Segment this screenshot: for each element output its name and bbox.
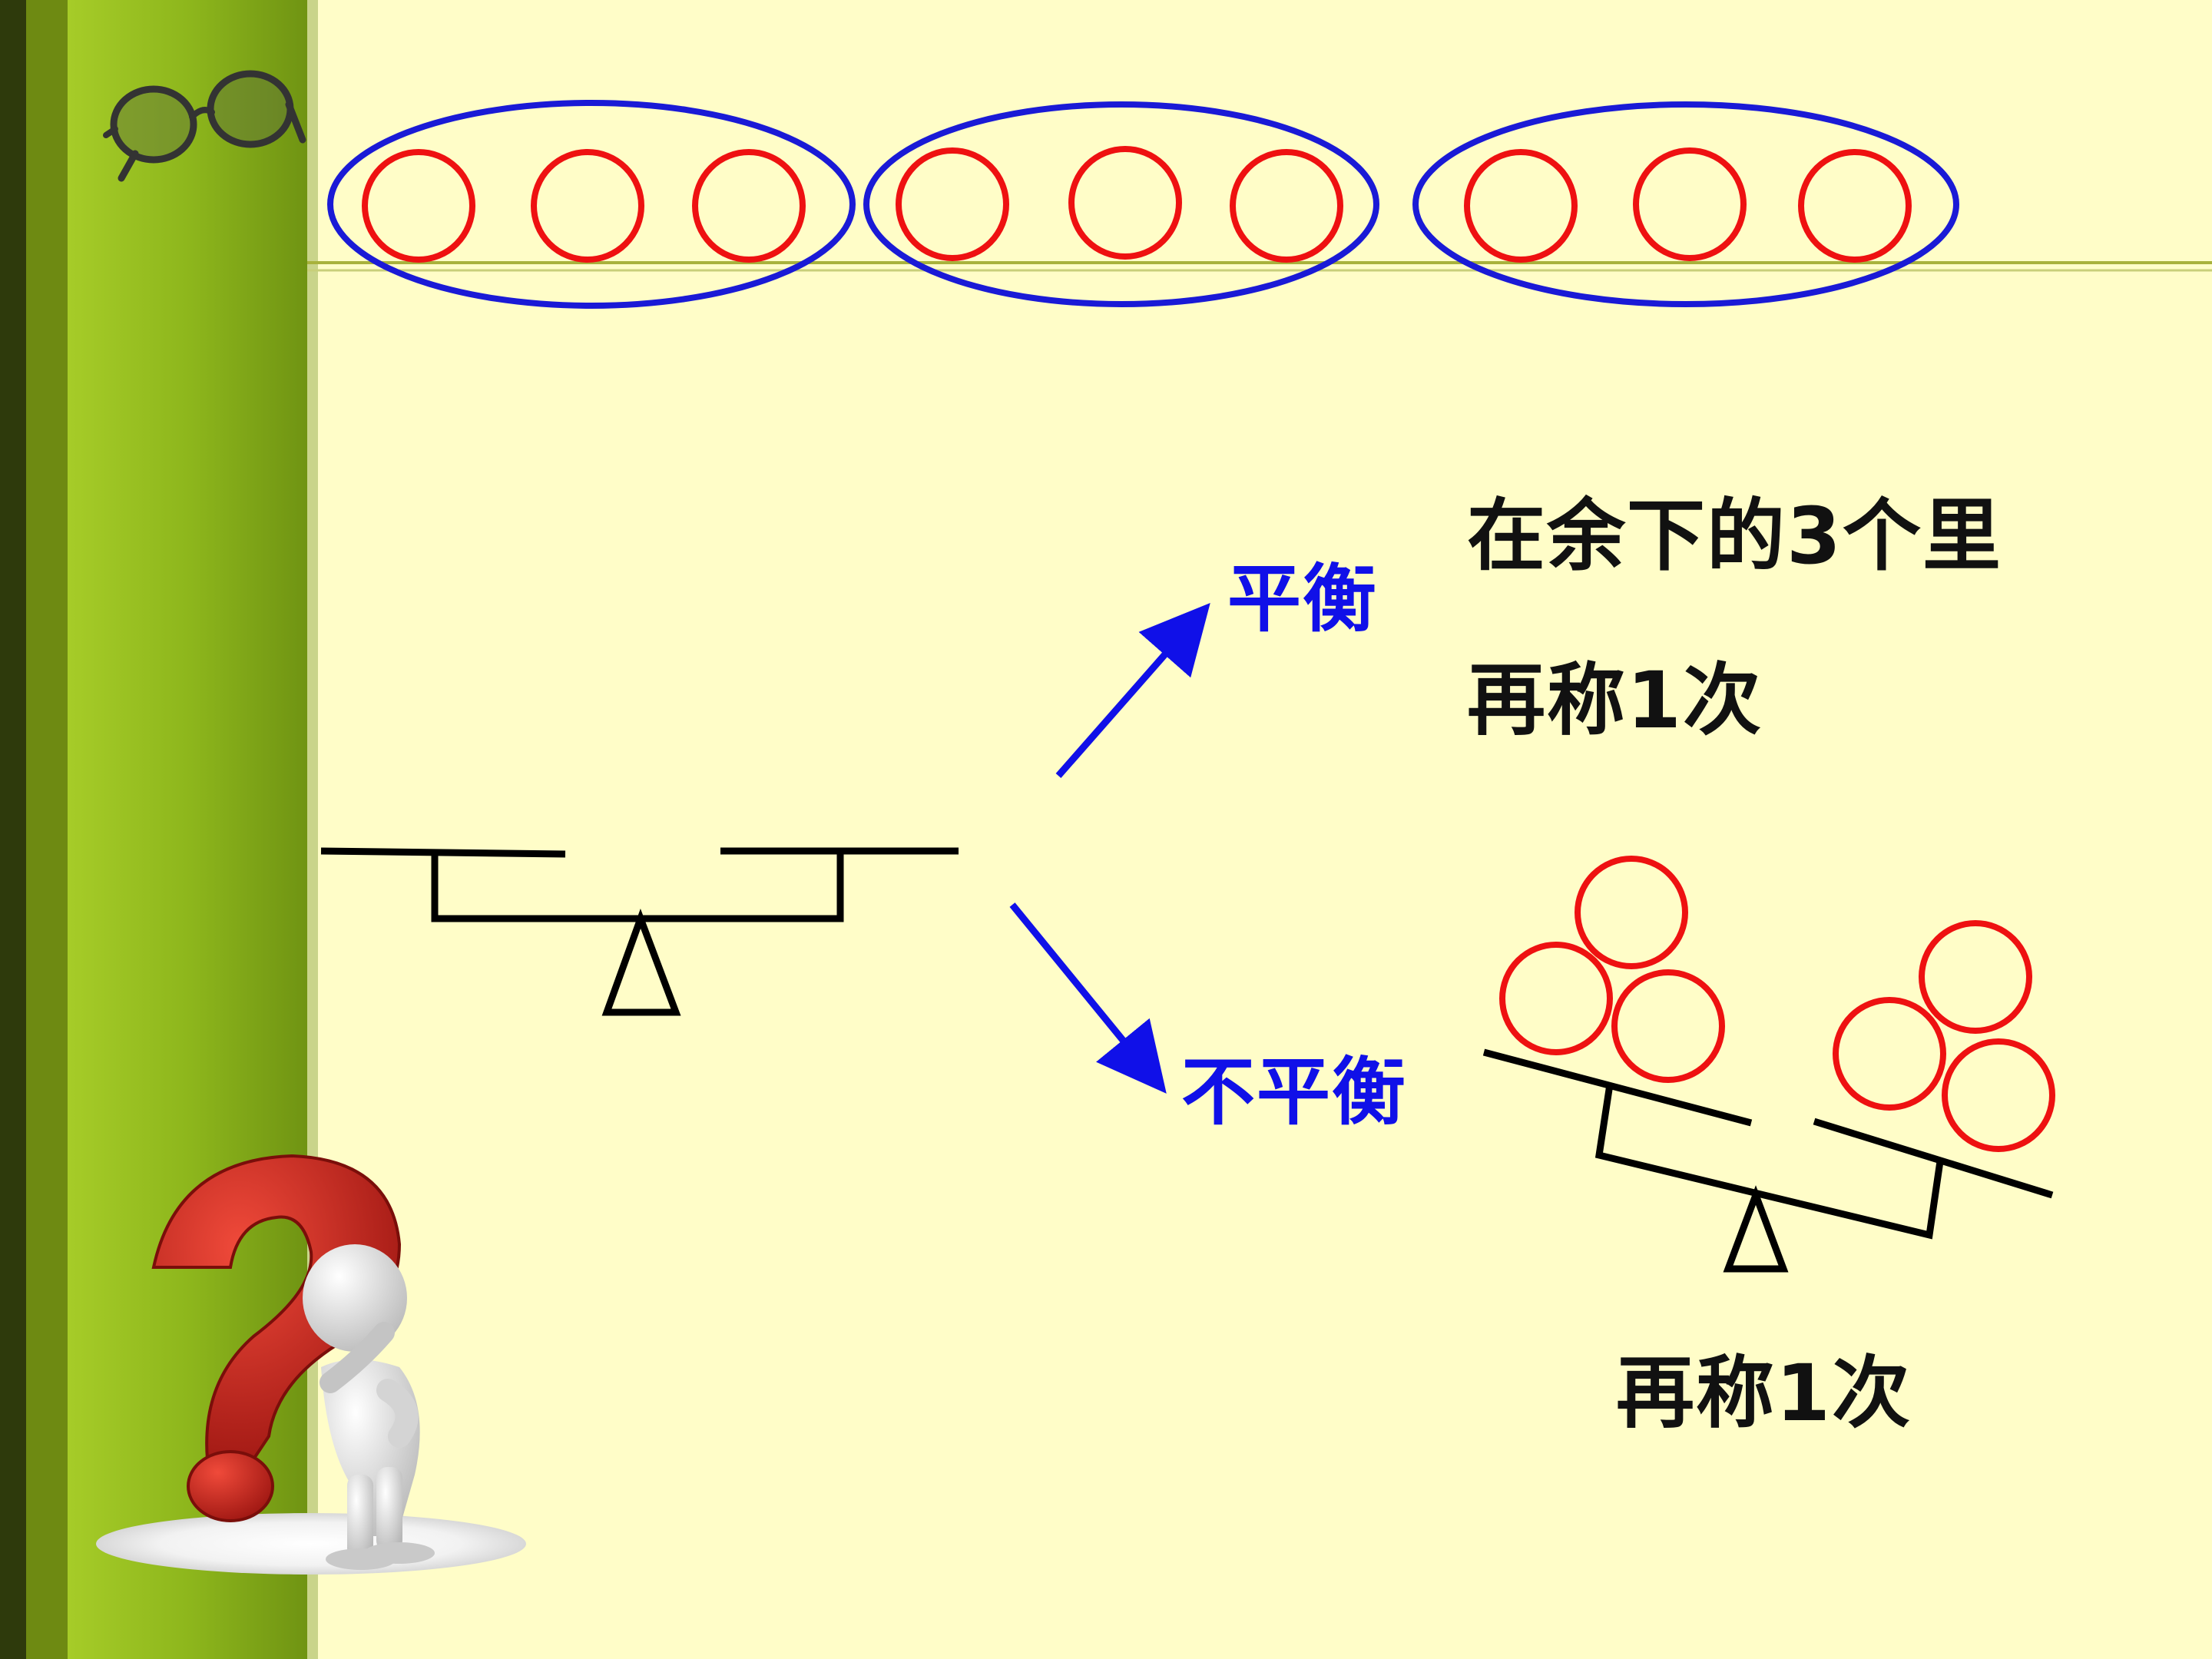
ball — [362, 149, 475, 263]
ball-group-2 — [863, 101, 1379, 307]
ball — [1798, 149, 1912, 263]
ball — [1833, 997, 1946, 1111]
ball — [1611, 969, 1725, 1083]
tilted-scale-right-balls — [1833, 920, 2055, 1152]
ball — [1499, 942, 1613, 1055]
ball — [1464, 149, 1578, 263]
header-rule — [307, 261, 2212, 272]
ball — [896, 147, 1009, 261]
ball — [1575, 856, 1688, 969]
ball — [1230, 149, 1343, 263]
glasses-icon — [103, 70, 306, 182]
ball — [1068, 146, 1182, 260]
tilted-scale — [1482, 1048, 2054, 1273]
weigh-once-text-bottom: 再称1次 — [1616, 1348, 1912, 1439]
arrow-unbalanced — [1009, 902, 1167, 1094]
tilted-scale-left-balls — [1499, 856, 1725, 1083]
ball — [1942, 1038, 2055, 1152]
ball — [531, 149, 644, 263]
unbalanced-label: 不平衡 — [1181, 1049, 1407, 1135]
balanced-scale — [320, 847, 959, 1016]
ball — [692, 149, 806, 263]
balanced-label: 平衡 — [1227, 556, 1378, 642]
ball-group-1 — [327, 100, 856, 309]
ball — [1919, 920, 2032, 1034]
ball — [1633, 147, 1747, 261]
remaining-three-text: 在余下的3个里 — [1467, 491, 2002, 582]
weigh-once-text-top: 再称1次 — [1467, 655, 1763, 747]
arrow-balanced — [1055, 602, 1210, 778]
ball-group-3 — [1412, 101, 1959, 307]
thinking-person-icon — [303, 1244, 435, 1570]
